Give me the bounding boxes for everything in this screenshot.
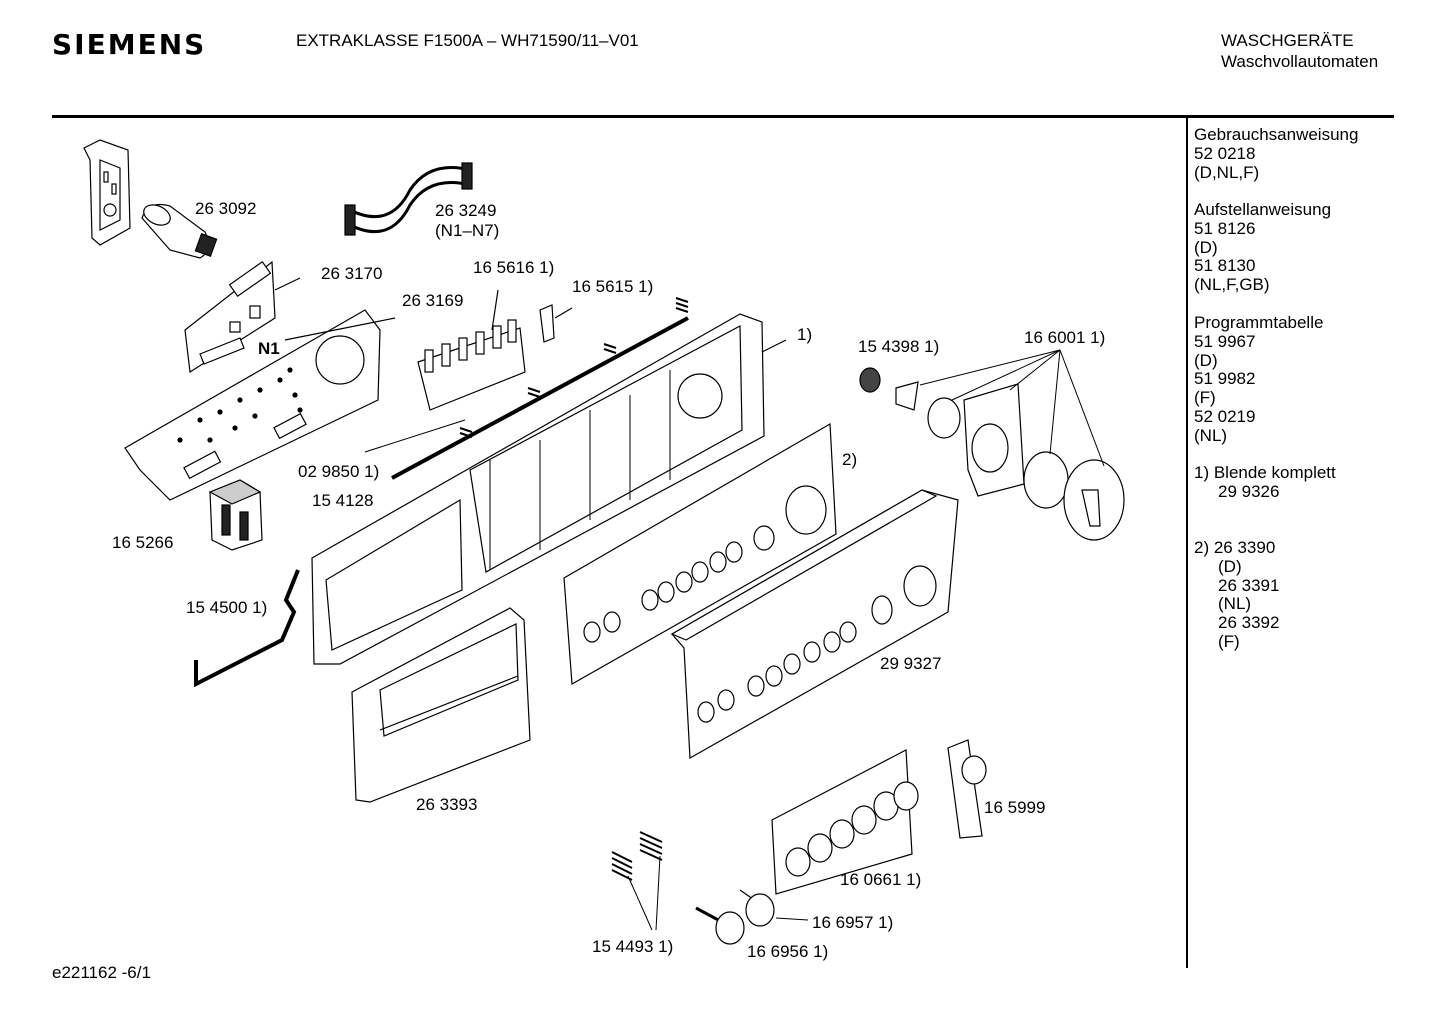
relay-part xyxy=(208,479,263,551)
part-label-154493: 15 4493 1) xyxy=(592,937,674,956)
ribbon-cable-part xyxy=(344,162,473,236)
note-language: (NL) xyxy=(1218,594,1252,614)
part-label-263170: 26 3170 xyxy=(321,264,383,283)
sidebar-divider xyxy=(1186,118,1188,968)
contact-strip-part xyxy=(417,289,573,411)
doc-language: (D,NL,F) xyxy=(1194,162,1260,182)
doc-number: 51 9967 xyxy=(1194,331,1256,351)
note-title: 2) 26 3390 xyxy=(1194,538,1276,557)
part-label-note-2: 2) xyxy=(842,450,858,469)
capacitor-part xyxy=(141,203,218,259)
doc-aufstellanweisung: Aufstellanweisung 51 8126 (D) 51 8130 (N… xyxy=(1194,200,1332,295)
part-label-154128: 15 4128 xyxy=(312,491,374,510)
part-label-263249-sub: (N1–N7) xyxy=(435,221,500,240)
part-label-166957: 16 6957 1) xyxy=(812,913,894,932)
part-label-n1: N1 xyxy=(258,339,280,358)
part-label-263249: 26 3249 xyxy=(435,201,497,220)
part-label-263169: 26 3169 xyxy=(402,291,464,310)
note-title: 1) Blende komplett xyxy=(1194,463,1336,482)
doc-title: Gebrauchsanweisung xyxy=(1194,125,1359,144)
note-number: 26 3392 xyxy=(1218,613,1280,633)
doc-programmtabelle: Programmtabelle 51 9967 (D) 51 9982 (F) … xyxy=(1194,313,1324,446)
doc-title: Programmtabelle xyxy=(1194,313,1324,332)
bracket-part xyxy=(83,139,131,246)
part-label-154500: 15 4500 1) xyxy=(186,598,268,617)
doc-language: (NL) xyxy=(1194,425,1228,445)
part-label-263092: 26 3092 xyxy=(195,199,257,218)
brand-logo: SIEMENS xyxy=(52,28,207,61)
category-title: WASCHGERÄTE xyxy=(1221,31,1354,50)
part-label-166956: 16 6956 1) xyxy=(747,942,829,961)
doc-number: 51 8130 xyxy=(1194,256,1256,276)
doc-number: 52 0218 xyxy=(1194,143,1256,163)
part-label-263393: 26 3393 xyxy=(416,795,478,814)
small-springs-part xyxy=(611,831,663,931)
main-pcb-part xyxy=(124,309,396,501)
part-label-note-1: 1) xyxy=(797,325,813,344)
fascia-overlay-part xyxy=(563,422,837,685)
note-number: 26 3391 xyxy=(1218,575,1280,595)
note-number: 29 9326 xyxy=(1218,481,1280,501)
switch-part xyxy=(947,739,987,839)
doc-number: 52 0219 xyxy=(1194,406,1256,426)
part-label-165616: 16 5616 1) xyxy=(473,258,555,277)
knob-assembly-part xyxy=(859,349,1125,541)
drawing-code: e221162 -6/1 xyxy=(52,963,151,982)
part-label-165615: 16 5615 1) xyxy=(572,277,654,296)
control-board-part xyxy=(184,260,301,374)
doc-language: (D) xyxy=(1194,237,1218,257)
button-bar-part xyxy=(771,749,919,895)
doc-language: (NL,F,GB) xyxy=(1194,275,1270,295)
part-label-160661: 16 0661 1) xyxy=(840,870,922,889)
doc-language: (F) xyxy=(1194,388,1216,408)
doc-number: 51 9982 xyxy=(1194,369,1256,389)
panel-part xyxy=(670,489,959,759)
model-title: EXTRAKLASSE F1500A – WH71590/11–V01 xyxy=(296,31,639,50)
doc-number: 51 8126 xyxy=(1194,218,1256,238)
part-label-165266: 16 5266 xyxy=(112,533,174,552)
note-blende-komplett: 1) Blende komplett 29 9326 xyxy=(1194,463,1336,502)
part-label-299327: 29 9327 xyxy=(880,654,942,673)
control-housing-part xyxy=(311,313,787,665)
springs-part xyxy=(364,297,689,480)
push-buttons-part xyxy=(695,889,809,945)
part-label-154398: 15 4398 1) xyxy=(858,337,940,356)
dispenser-handle-part xyxy=(351,607,531,803)
doc-language: (D) xyxy=(1194,350,1218,370)
header-divider xyxy=(52,115,1394,118)
category-subtitle: Waschvollautomaten xyxy=(1221,52,1379,71)
part-label-166001: 16 6001 1) xyxy=(1024,328,1106,347)
doc-title: Aufstellanweisung xyxy=(1194,200,1332,219)
doc-gebrauchsanweisung: Gebrauchsanweisung 52 0218 (D,NL,F) xyxy=(1194,125,1359,182)
note-language: (D) xyxy=(1218,556,1242,576)
note-fascia-variants: 2) 26 3390 (D) 26 3391 (NL) 26 3392 (F) xyxy=(1194,538,1280,652)
part-label-165999: 16 5999 xyxy=(984,798,1046,817)
drawbar-part xyxy=(194,569,300,688)
part-label-029850: 02 9850 1) xyxy=(298,462,380,481)
note-language: (F) xyxy=(1218,631,1240,651)
